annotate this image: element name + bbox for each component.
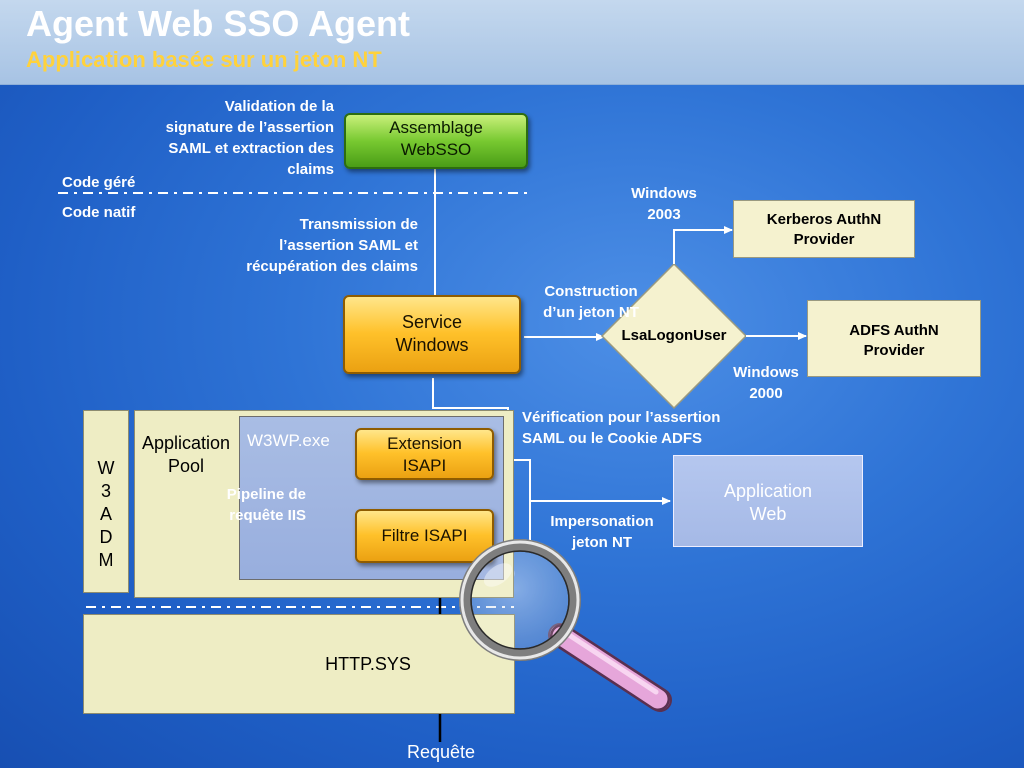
httpsys-label: HTTP.SYS [325,654,411,674]
service-line-1: Service [401,312,463,332]
websso-line-1: Assemblage [389,118,483,137]
application-pool-label: Application Pool [136,432,236,478]
transmission-note: Transmission de l’assertion SAML et récu… [190,214,418,277]
w3adm-letter-m: M [98,550,114,570]
transmission-line-3: récupération des claims [246,258,418,275]
native-code-label: Code natif [62,204,136,221]
webapp-line-1: Application [723,481,813,501]
isapi-extension-line-1: Extension [387,434,462,453]
w3wp-label: W3WP.exe [247,431,330,450]
webapp-line-2: Web [749,504,787,524]
websso-line-2: WebSSO [400,140,472,159]
validation-line-3: SAML et extraction des [168,140,334,157]
construction-line-2: d’un jeton NT [543,304,639,321]
lsa-to-kerberos-arrow [673,226,733,264]
windows-2003-line-1: Windows [631,185,697,202]
adfs-line-1: ADFS AuthN [849,322,939,339]
transmission-line-2: l’assertion SAML et [279,237,418,254]
adfs-line-2: Provider [863,342,925,359]
page-title: Agent Web SSO Agent [26,3,411,44]
w3adm-box: W 3 A D M [83,410,129,593]
w3adm-letter-d: D [99,527,113,547]
w3adm-letter-3: 3 [100,481,111,501]
header-bar: Agent Web SSO Agent Application basée su… [0,0,1024,85]
validation-note: Validation de la signature de l’assertio… [120,96,334,180]
impersonation-line-1: Impersonation [550,513,654,530]
impersonation-line-2: jeton NT [572,534,632,551]
windows-service-box: Service Windows [343,295,521,374]
lsalogon-diamond [600,262,748,410]
httpsys-box [83,614,515,714]
isapi-filter-box: Filtre ISAPI [355,509,494,563]
construction-note: Construction d’un jeton NT [524,281,658,323]
construction-line-1: Construction [544,283,638,300]
kerberos-line-1: Kerberos AuthN [766,211,882,228]
managed-code-label: Code géré [62,174,136,191]
pipeline-line-2: requête IIS [229,507,306,524]
apppool-line-1: Application [141,433,231,453]
w3adm-letters: W 3 A D M [84,411,128,572]
w3adm-letter-w: W [97,458,115,478]
w3adm-letter-a: A [99,504,112,524]
apppool-line-2: Pool [167,456,205,476]
kerberos-line-2: Provider [793,231,855,248]
adfs-provider-box: ADFS AuthN Provider [807,300,981,377]
page-subtitle: Application basée sur un jeton NT [26,47,382,72]
pipeline-line-1: Pipeline de [226,486,306,503]
isapi-extension-box: Extension ISAPI [355,428,494,480]
validation-line-1: Validation de la [224,98,334,115]
transmission-line-1: Transmission de [299,216,418,233]
isapi-extension-line-2: ISAPI [402,456,447,475]
windows-2003-label: Windows 2003 [612,183,716,225]
impersonation-note: Impersonation jeton NT [536,511,668,553]
web-application-box: Application Web [673,455,863,547]
validation-line-4: claims [287,161,334,178]
request-label: Requête [406,742,476,762]
verification-line-1: Vérification pour l’assertion [522,409,721,426]
verification-note: Vérification pour l’assertion SAML ou le… [522,407,772,449]
service-line-2: Windows [395,335,469,355]
isapi-filter-label: Filtre ISAPI [381,526,468,545]
websso-assembly-box: Assemblage WebSSO [344,113,528,169]
verification-line-2: SAML ou le Cookie ADFS [522,430,703,447]
validation-line-2: signature de l’assertion [165,119,334,136]
pipeline-note: Pipeline de requête IIS [196,484,306,526]
kerberos-provider-box: Kerberos AuthN Provider [733,200,915,258]
windows-2003-line-2: 2003 [647,206,681,223]
windows-2000-label: Windows 2000 [716,362,816,404]
windows-2000-line-1: Windows [733,364,799,381]
lsalogonuser-label: LsaLogonUser [621,327,727,344]
windows-2000-line-2: 2000 [749,385,783,402]
